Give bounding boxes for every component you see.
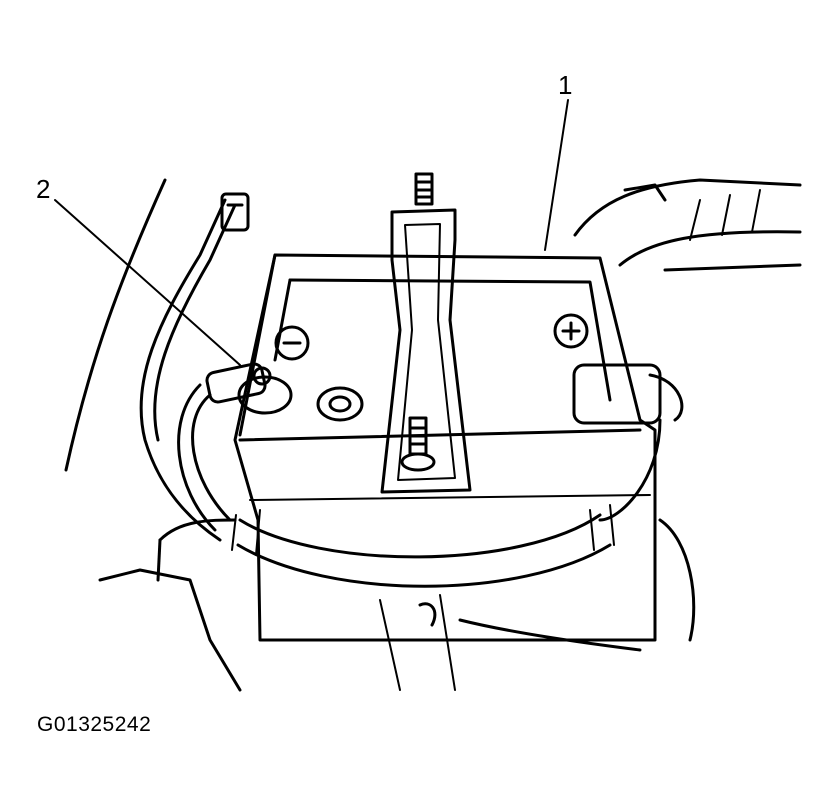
positive-cable: [232, 365, 682, 586]
callout-2-label: 2: [36, 174, 51, 204]
callout-2-leader: [55, 200, 240, 365]
callout-1-label: 1: [558, 70, 573, 100]
wiring-harness: [575, 180, 800, 270]
callout-1-leader: [545, 100, 568, 250]
vent-cap: [318, 388, 362, 420]
positive-terminal-symbol: [555, 315, 587, 347]
battery-body: [235, 255, 655, 640]
negative-cable: [141, 194, 291, 540]
lower-components: [100, 520, 694, 690]
hold-down-bracket: [382, 174, 470, 492]
figure-id: G01325242: [37, 713, 152, 736]
fender-edge-line: [66, 180, 165, 470]
negative-terminal-symbol: [276, 327, 308, 359]
